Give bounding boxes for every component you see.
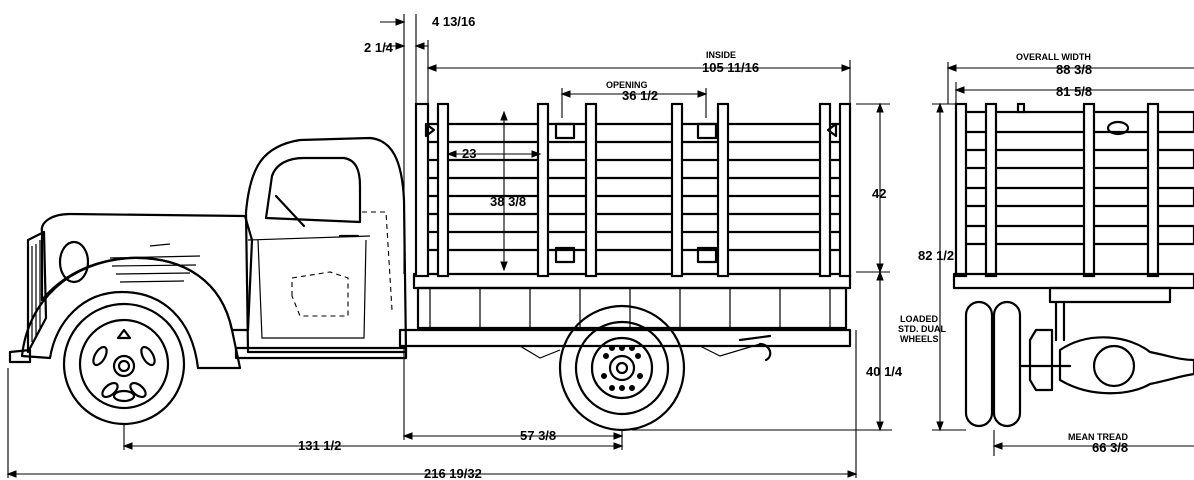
truck-rear-view (952, 102, 1194, 428)
cab-window (264, 156, 362, 224)
stake-body-side (412, 102, 852, 330)
overall-height-label: 82 1/2 (918, 248, 954, 263)
dimension-lines (7, 14, 1194, 478)
inside-length-label: 105 11/16 (702, 60, 759, 75)
stake-spacing-label: 23 (462, 146, 476, 161)
body-floor (412, 272, 852, 290)
body-sill (416, 286, 848, 330)
floor-height-label: 40 1/4 (866, 364, 903, 379)
wheelbase-label: 131 1/2 (298, 438, 341, 453)
front-wheel (62, 302, 186, 426)
running-board (234, 346, 408, 360)
rear-axle-to-body-label: 57 3/8 (520, 428, 556, 443)
cab-door (247, 235, 371, 339)
rear-gap-label: 4 13/16 (432, 14, 475, 29)
front-fender (20, 256, 242, 370)
loaded-label-3: WHEELS (900, 334, 939, 344)
opening-width-label: 36 1/2 (622, 88, 658, 103)
overall-width-label: OVERALL WIDTH (1016, 52, 1091, 62)
front-overhang-label: 2 1/4 (364, 40, 394, 55)
inside-label: INSIDE (706, 50, 736, 60)
seat-outline (291, 211, 393, 317)
frame-rail (398, 328, 852, 348)
hood-louvres (109, 243, 201, 283)
overall-length-label: 216 19/32 (424, 466, 482, 480)
loaded-label-1: LOADED (900, 314, 939, 324)
mean-tread-value: 66 3/8 (1092, 440, 1128, 455)
loaded-label-2: STD. DUAL (898, 324, 946, 334)
cab (244, 136, 408, 354)
side-height-label: 42 (872, 186, 886, 201)
rear-wheel (558, 304, 686, 432)
overall-width-value: 88 3/8 (1056, 62, 1092, 77)
body-width-label: 81 5/8 (1056, 84, 1092, 99)
mean-tread-label: MEAN TREAD (1068, 432, 1128, 442)
grille (26, 230, 48, 354)
rack-height-label: 38 3/8 (490, 194, 526, 209)
dimension-labels: 2 1/4 4 13/16 INSIDE 105 11/16 OPENING 3… (298, 14, 1128, 480)
hood (40, 212, 254, 332)
truck-side-view (8, 136, 852, 370)
front-bumper (8, 348, 32, 364)
dimension-arrowheads (6, 18, 1003, 478)
headlamp (58, 240, 90, 284)
opening-label: OPENING (606, 80, 648, 90)
